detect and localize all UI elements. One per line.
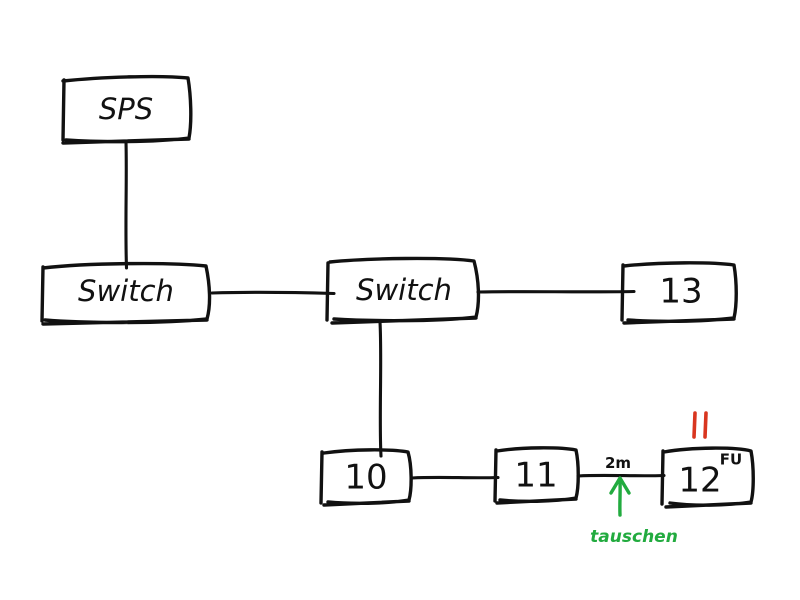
edge-label-layer: 2m [605,454,631,472]
edge-10-11 [410,475,500,480]
node-11-label: 11 [514,456,557,496]
node-13-label: 13 [659,272,702,312]
node-switch2-label: Switch [356,273,452,307]
annotation-attention-marks[interactable] [692,411,708,439]
node-10[interactable]: 10 [319,448,413,507]
tauschen-label: tauschen [590,527,678,547]
edge-switch2-13 [476,289,636,294]
node-10-label: 10 [344,458,387,498]
edge-layer [124,140,666,480]
node-12-superscript: FU [720,451,742,469]
node-sps-label: SPS [99,92,153,126]
edge-sps-switch1 [124,140,129,270]
node-switch1-label: Switch [78,274,174,308]
edge-switch1-switch2 [210,290,336,296]
node-switch1[interactable]: Switch [40,261,212,326]
attention-mark-stroke-2-icon [703,411,708,439]
edge-switch2-10 [378,320,383,458]
annotation-tauschen[interactable]: tauschen [590,476,678,547]
node-12-outline [660,446,755,509]
node-sps-outline [61,74,193,145]
node-11[interactable]: 11 [493,446,580,505]
attention-mark-stroke-1-icon [692,411,697,439]
node-sps[interactable]: SPS [61,74,193,145]
node-10-outline [319,448,413,507]
node-13[interactable]: 13 [620,261,738,325]
edge-11-12 [576,473,666,478]
edge-label-2m: 2m [605,454,631,472]
node-11-outline [493,446,580,505]
tauschen-arrowhead-icon [609,476,631,495]
node-12[interactable]: 12 FU [660,446,755,509]
node-13-outline [620,261,738,325]
node-12-label: 12 [678,461,721,501]
node-switch2-outline [325,256,481,325]
node-layer: SPS Switch Switch 13 10 [40,74,755,509]
node-switch1-outline [40,261,212,326]
node-switch2[interactable]: Switch [325,256,481,325]
